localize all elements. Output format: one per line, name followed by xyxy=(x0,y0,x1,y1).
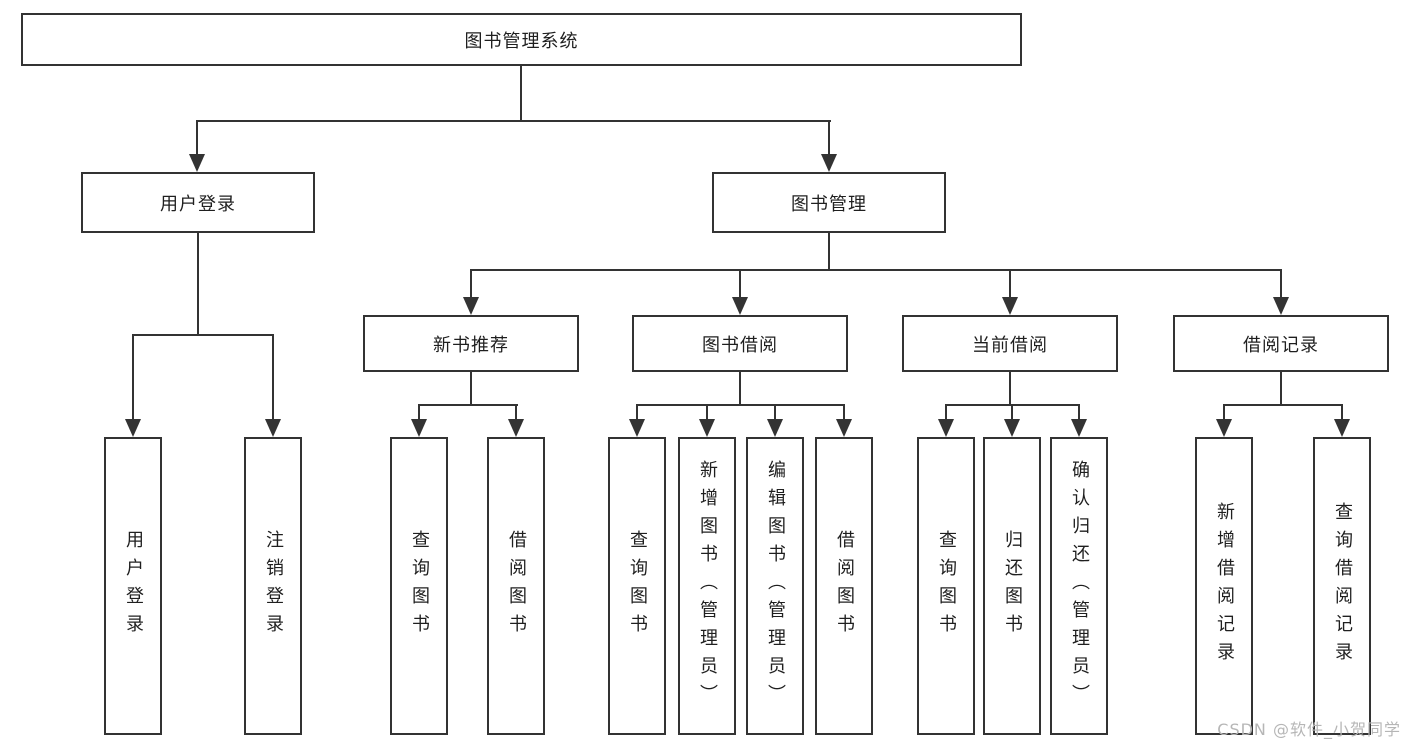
node-borrow-records: 借阅记录 xyxy=(1173,315,1389,372)
arrow-down-marker xyxy=(125,419,141,437)
leaf-confirm-return-admin: 确认归还（管理员） xyxy=(1050,437,1108,735)
arrow-down-marker xyxy=(265,419,281,437)
csdn-watermark: CSDN @软件_小贺同学 xyxy=(1217,720,1401,739)
node-library-system: 图书管理系统 xyxy=(21,13,1022,66)
arrow-down-marker xyxy=(411,419,427,437)
connector-line xyxy=(132,334,134,420)
connector-line xyxy=(828,120,830,156)
node-book-management: 图书管理 xyxy=(712,172,946,233)
connector-line xyxy=(1223,404,1343,406)
connector-line xyxy=(1009,269,1011,298)
leaf-query-books-borrow: 查询图书 xyxy=(608,437,666,735)
arrow-down-marker xyxy=(1004,419,1020,437)
leaf-borrow-books-recommend: 借阅图书 xyxy=(487,437,545,735)
arrow-down-marker xyxy=(1216,419,1232,437)
leaf-label: 查询借阅记录 xyxy=(1332,502,1353,670)
leaf-query-books-current: 查询图书 xyxy=(917,437,975,735)
arrow-down-marker xyxy=(629,419,645,437)
leaf-label: 查询图书 xyxy=(409,530,430,642)
connector-line xyxy=(515,404,517,420)
leaf-label: 查询图书 xyxy=(936,530,957,642)
leaf-label: 借阅图书 xyxy=(834,530,855,642)
connector-line xyxy=(470,371,472,405)
connector-line xyxy=(470,269,472,298)
node-user-login: 用户登录 xyxy=(81,172,315,233)
leaf-label: 确认归还（管理员） xyxy=(1069,460,1090,712)
leaf-query-books-recommend: 查询图书 xyxy=(390,437,448,735)
leaf-query-borrow-record: 查询借阅记录 xyxy=(1313,437,1371,735)
connector-line xyxy=(196,120,198,156)
leaf-label: 用户登录 xyxy=(123,530,144,642)
arrow-down-marker xyxy=(938,419,954,437)
arrow-down-marker xyxy=(1273,297,1289,315)
connector-line xyxy=(1341,404,1343,420)
leaf-label: 注销登录 xyxy=(263,530,284,642)
connector-line xyxy=(197,232,199,336)
connector-line xyxy=(418,404,518,406)
leaf-logout: 注销登录 xyxy=(244,437,302,735)
leaf-add-book-admin: 新增图书（管理员） xyxy=(678,437,736,735)
arrow-down-marker xyxy=(1002,297,1018,315)
connector-line xyxy=(1011,404,1013,420)
node-new-book-recommend: 新书推荐 xyxy=(363,315,579,372)
connector-line xyxy=(1223,404,1225,420)
connector-line xyxy=(706,404,708,420)
arrow-down-marker xyxy=(821,154,837,172)
connector-line xyxy=(470,269,1282,271)
arrow-down-marker xyxy=(1334,419,1350,437)
leaf-label: 借阅图书 xyxy=(506,530,527,642)
connector-line xyxy=(843,404,845,420)
leaf-label: 新增图书（管理员） xyxy=(697,460,718,712)
connector-line xyxy=(774,404,776,420)
leaf-label: 查询图书 xyxy=(627,530,648,642)
connector-line xyxy=(739,371,741,405)
connector-line xyxy=(520,66,522,122)
arrow-down-marker xyxy=(463,297,479,315)
connector-line xyxy=(1078,404,1080,420)
leaf-add-borrow-record: 新增借阅记录 xyxy=(1195,437,1253,735)
arrow-down-marker xyxy=(1071,419,1087,437)
leaf-return-book: 归还图书 xyxy=(983,437,1041,735)
arrow-down-marker xyxy=(189,154,205,172)
leaf-label: 归还图书 xyxy=(1002,530,1023,642)
node-book-borrow: 图书借阅 xyxy=(632,315,848,372)
connector-line xyxy=(196,120,831,122)
connector-line xyxy=(132,334,274,336)
arrow-down-marker xyxy=(699,419,715,437)
leaf-edit-book-admin: 编辑图书（管理员） xyxy=(746,437,804,735)
connector-line xyxy=(418,404,420,420)
leaf-user-login: 用户登录 xyxy=(104,437,162,735)
leaf-label: 新增借阅记录 xyxy=(1214,502,1235,670)
connector-line xyxy=(945,404,947,420)
connector-line xyxy=(828,232,830,271)
connector-line xyxy=(636,404,638,420)
connector-line xyxy=(1009,371,1011,405)
connector-line xyxy=(1280,269,1282,298)
connector-line xyxy=(636,404,845,406)
arrow-down-marker xyxy=(767,419,783,437)
leaf-borrow-books: 借阅图书 xyxy=(815,437,873,735)
connector-line xyxy=(1280,371,1282,405)
arrow-down-marker xyxy=(508,419,524,437)
node-current-borrow: 当前借阅 xyxy=(902,315,1118,372)
leaf-label: 编辑图书（管理员） xyxy=(765,460,786,712)
arrow-down-marker xyxy=(732,297,748,315)
connector-line xyxy=(272,334,274,420)
arrow-down-marker xyxy=(836,419,852,437)
connector-line xyxy=(739,269,741,298)
